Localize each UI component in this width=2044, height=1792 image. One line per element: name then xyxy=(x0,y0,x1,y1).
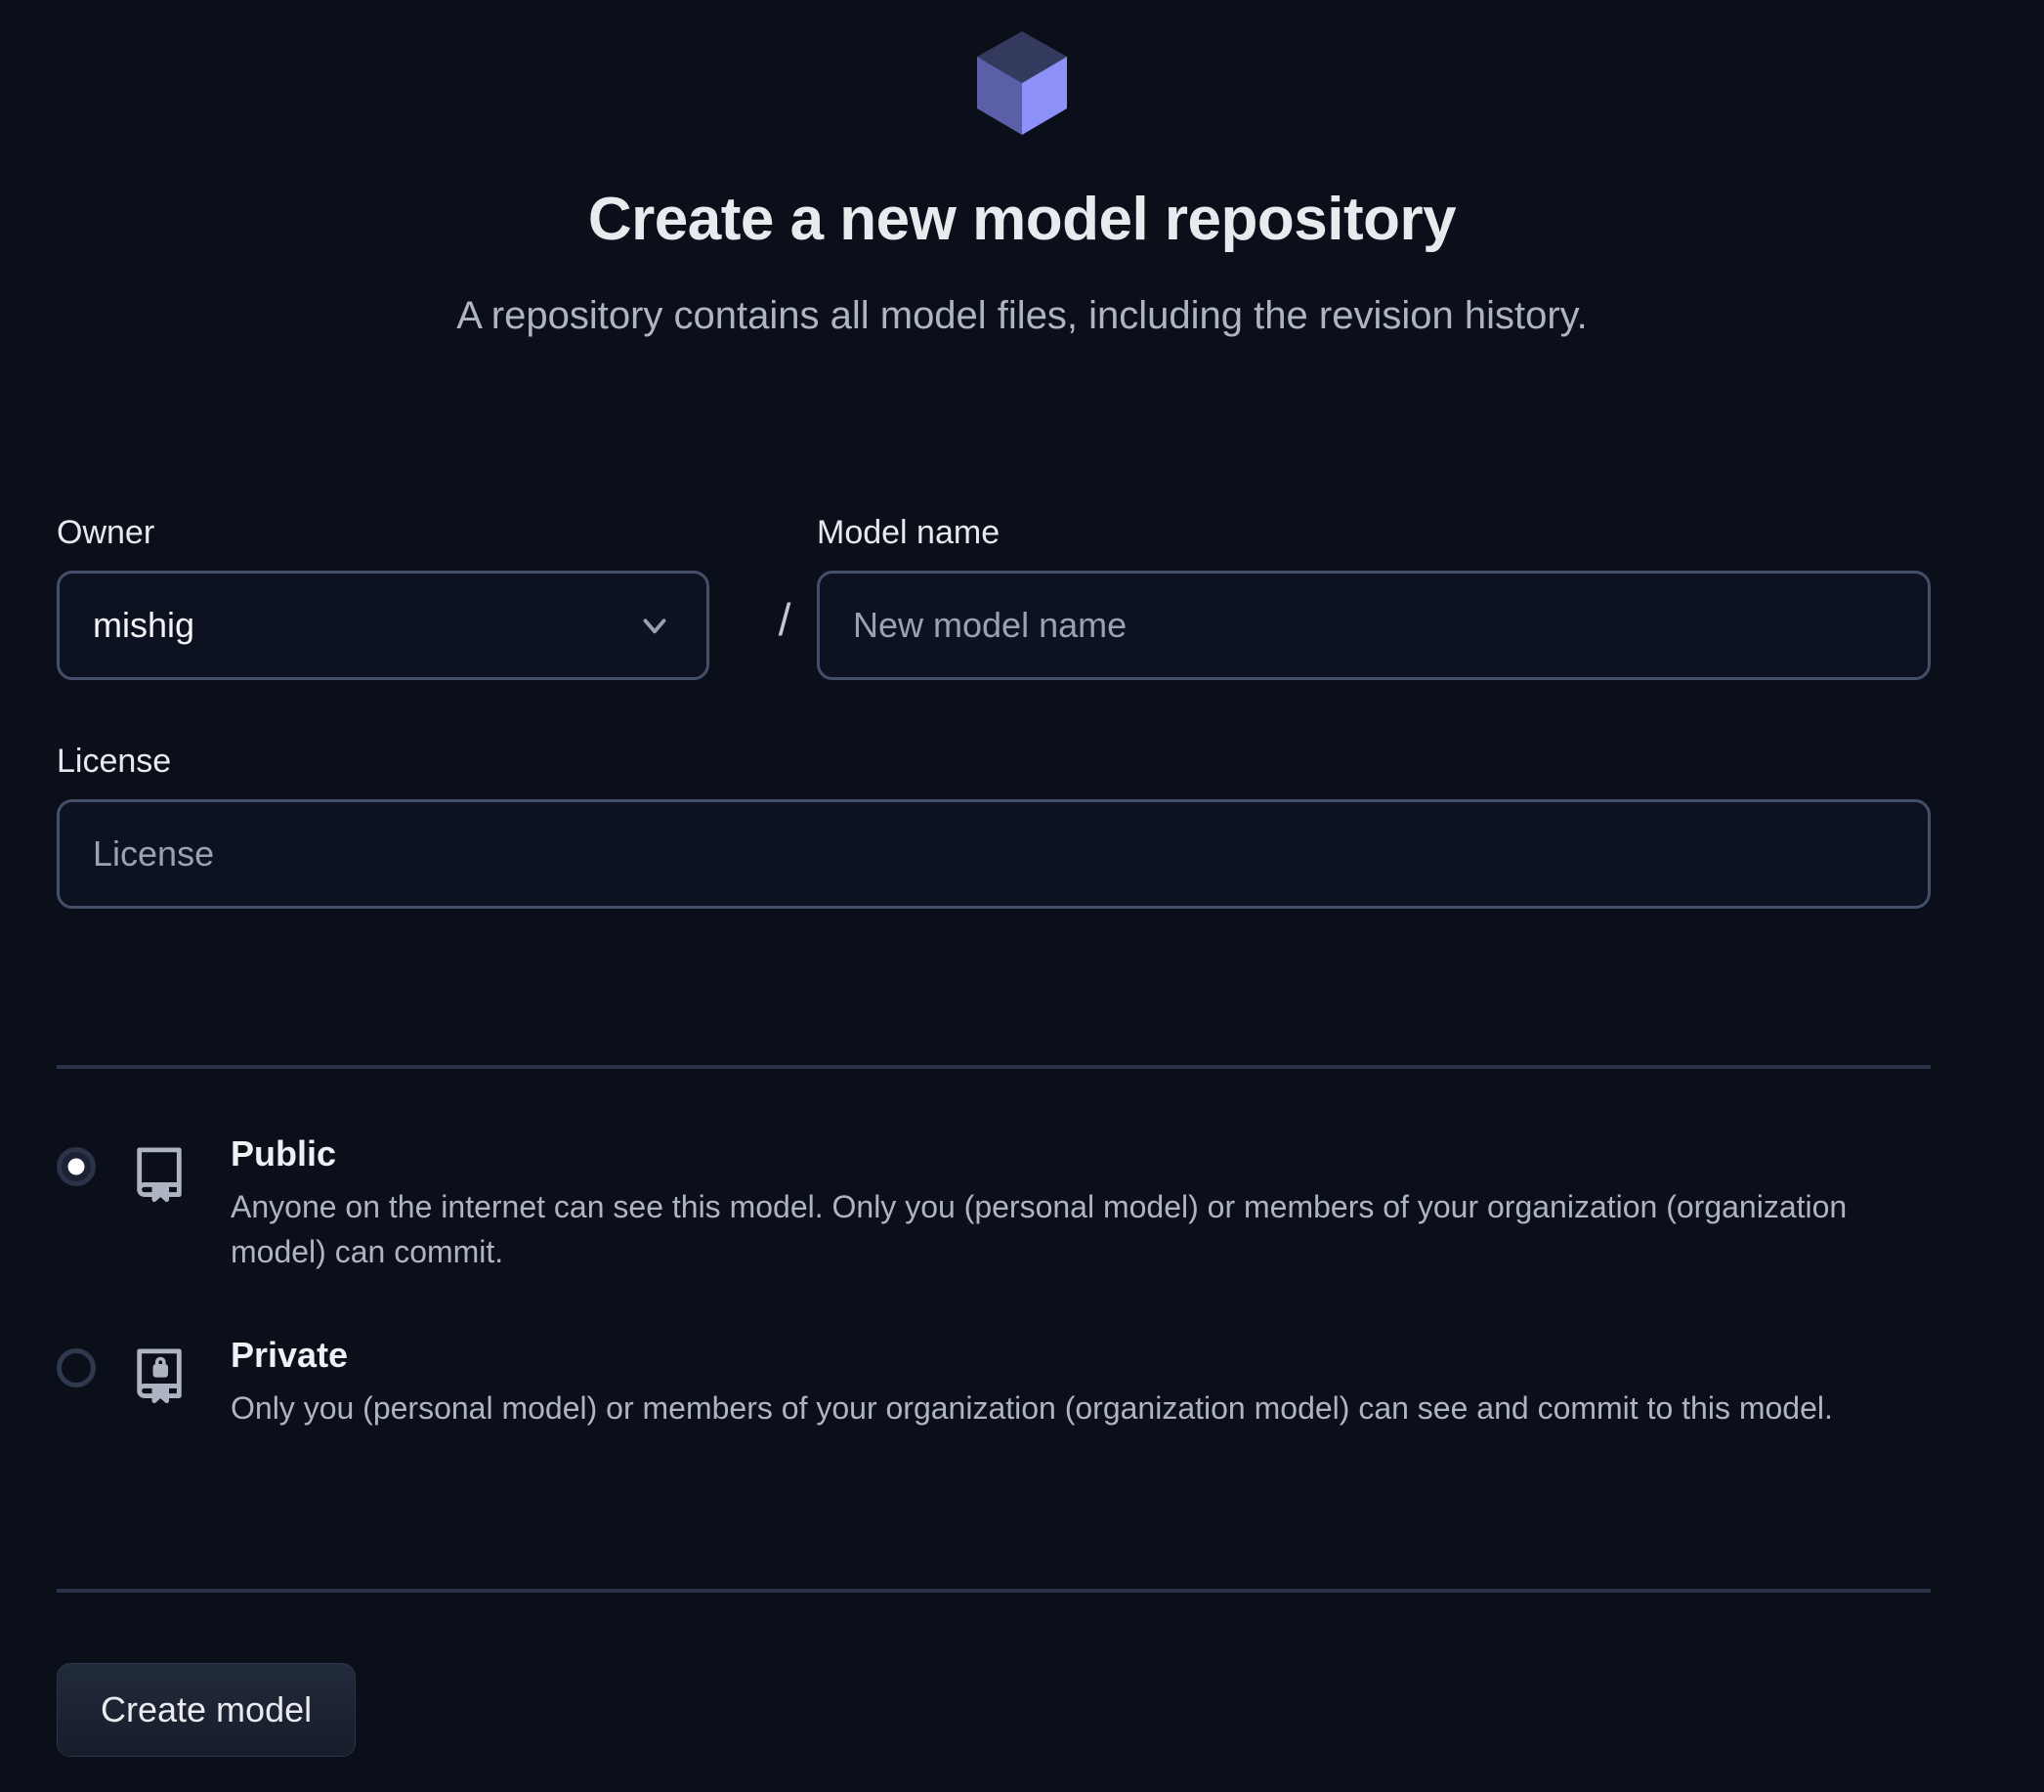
submit-container: Create model xyxy=(57,1663,357,1757)
radio-public[interactable] xyxy=(57,1147,96,1186)
license-input[interactable]: License xyxy=(57,799,1931,909)
owner-select-value: mishig xyxy=(93,605,195,645)
visibility-public-title: Public xyxy=(231,1133,337,1173)
visibility-private-description: Only you (personal model) or members of … xyxy=(231,1390,1833,1426)
divider-top xyxy=(57,1065,1931,1069)
visibility-public-text: Public Anyone on the internet can see th… xyxy=(231,1130,1931,1274)
divider-bottom xyxy=(57,1589,1931,1593)
create-model-button[interactable]: Create model xyxy=(57,1663,357,1757)
model-name-field: Model name New model name xyxy=(817,512,1931,680)
visibility-options: Public Anyone on the internet can see th… xyxy=(57,1130,1931,1430)
owner-and-name-row: Owner mishig / Model name New model name xyxy=(57,512,1931,680)
owner-name-separator: / xyxy=(778,594,791,645)
model-name-label: Model name xyxy=(817,514,1001,551)
cube-icon xyxy=(973,29,1071,137)
visibility-private-text: Private Only you (personal model) or mem… xyxy=(231,1331,1931,1430)
logo-container xyxy=(0,29,2044,137)
license-placeholder: License xyxy=(93,833,215,874)
model-name-placeholder: New model name xyxy=(853,605,1128,645)
radio-private[interactable] xyxy=(57,1348,96,1387)
book-open-icon xyxy=(127,1139,192,1208)
owner-field: Owner mishig xyxy=(57,512,752,680)
license-label: License xyxy=(57,743,172,780)
license-field: License License xyxy=(57,741,1931,909)
visibility-option-public[interactable]: Public Anyone on the internet can see th… xyxy=(57,1130,1931,1274)
repository-form: Owner mishig / Model name New model name xyxy=(57,512,1931,909)
page-title: Create a new model repository xyxy=(587,186,1457,253)
visibility-private-title: Private xyxy=(231,1335,349,1375)
visibility-option-private[interactable]: Private Only you (personal model) or mem… xyxy=(57,1331,1931,1430)
visibility-public-description: Anyone on the internet can see this mode… xyxy=(231,1189,1848,1269)
chevron-down-icon[interactable] xyxy=(636,607,673,644)
book-lock-icon xyxy=(127,1341,192,1409)
page-subtitle: A repository contains all model files, i… xyxy=(456,294,1588,337)
model-name-input[interactable]: New model name xyxy=(817,571,1931,680)
owner-select[interactable]: mishig xyxy=(57,571,709,680)
owner-label: Owner xyxy=(57,514,155,551)
